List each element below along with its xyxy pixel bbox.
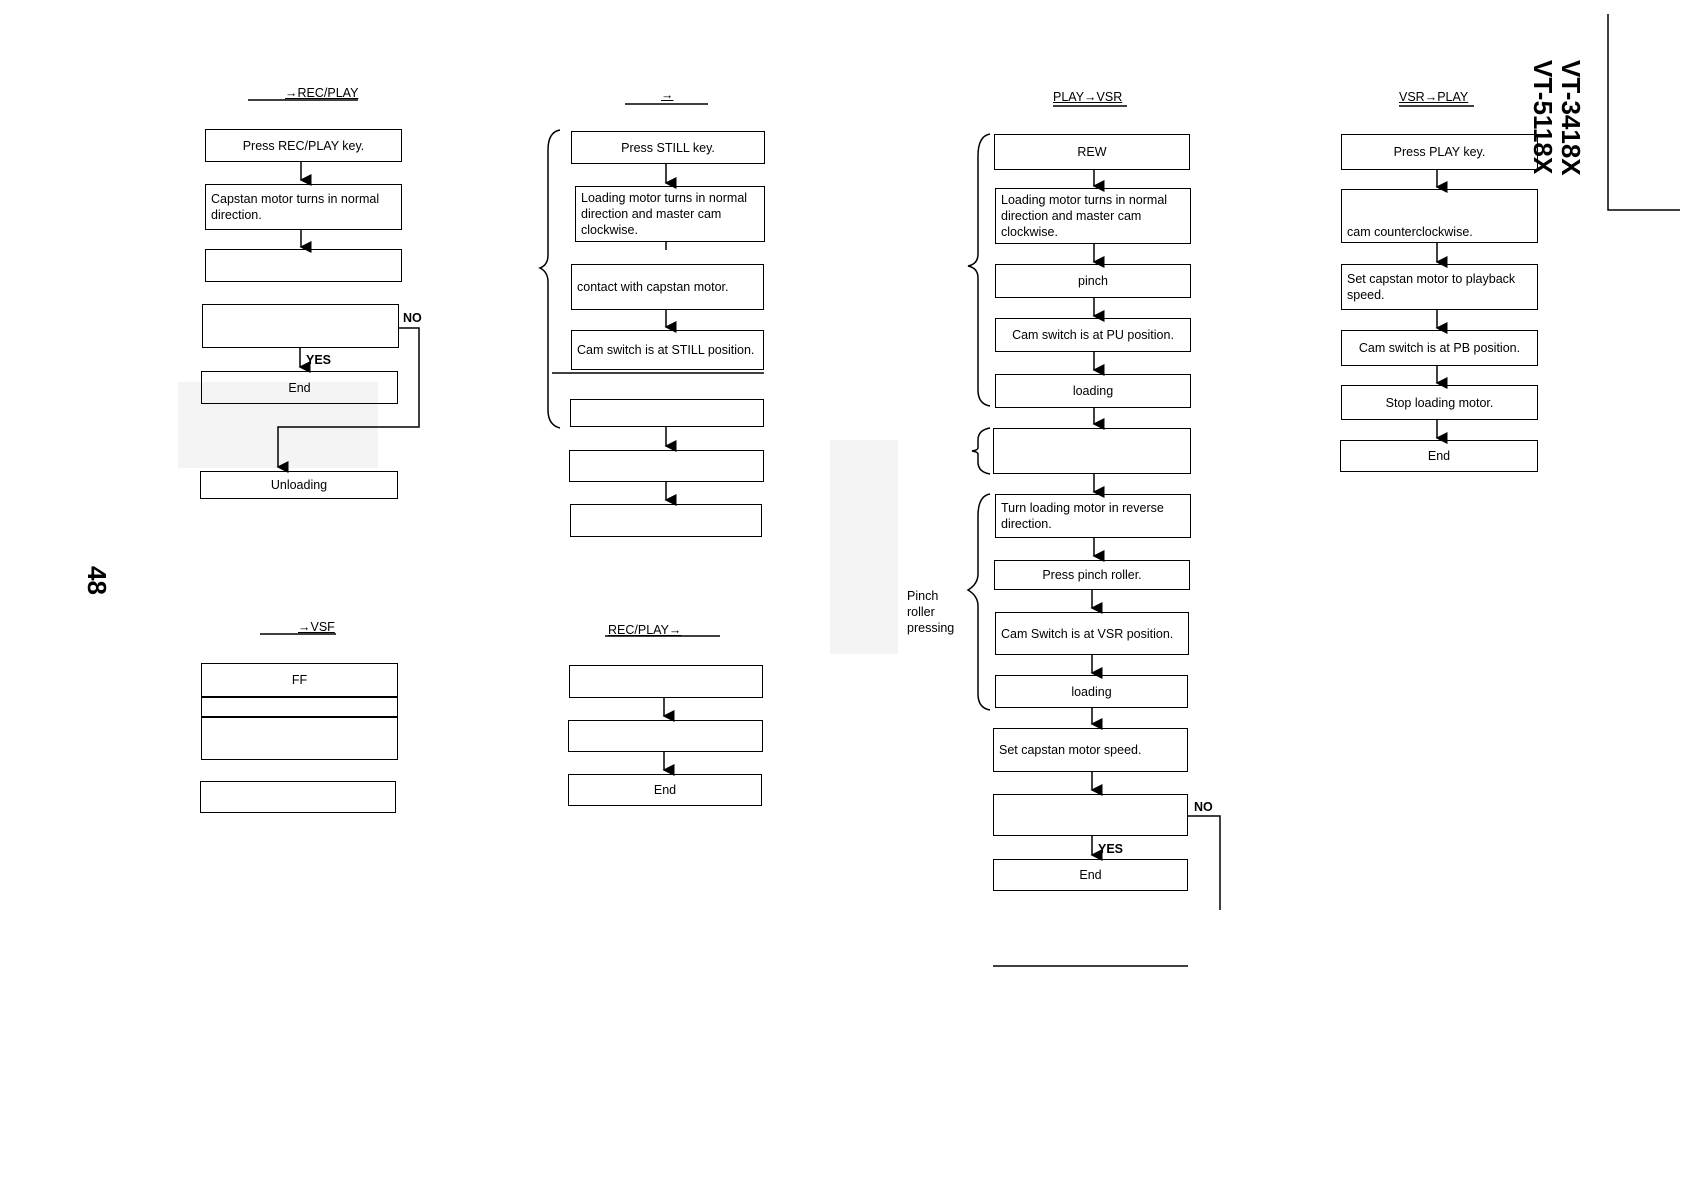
page-number: 48: [81, 566, 112, 595]
flow-step: Stop loading motor.: [1341, 385, 1538, 420]
flowchart-title: →REC/PLAY: [285, 86, 359, 100]
flow-step: [200, 781, 396, 813]
pinch-roller-pressing-label: Pinch roller pressing: [907, 589, 955, 635]
flow-step: Cam switch is at PB position.: [1341, 330, 1538, 366]
flow-step: Capstan motor turns in normal direction.: [205, 184, 402, 230]
flowchart-title: →: [661, 88, 674, 102]
flow-decision: [202, 304, 399, 348]
flow-step: cam counterclockwise.: [1341, 189, 1538, 243]
flow-step: Loading motor turns in normal direction …: [995, 188, 1191, 244]
yes-label: YES: [1098, 842, 1124, 856]
flow-step: [201, 697, 398, 717]
flowchart-title: VSR→PLAY: [1399, 90, 1469, 104]
flow-step: Unloading: [200, 471, 398, 499]
flow-step: Press pinch roller.: [994, 560, 1190, 590]
flowchart-title: REC/PLAY→: [608, 623, 682, 637]
flow-step: Press PLAY key.: [1341, 134, 1538, 170]
flow-step: Press REC/PLAY key.: [205, 129, 402, 162]
flow-step: contact with capstan motor.: [571, 264, 764, 310]
flow-end: End: [1340, 440, 1538, 472]
no-label: NO: [1194, 800, 1213, 814]
flow-step: Turn loading motor in reverse direction.: [995, 494, 1191, 538]
flow-step: Cam Switch is at VSR position.: [995, 612, 1189, 655]
flow-step: Press STILL key.: [571, 131, 765, 164]
flow-end: End: [993, 859, 1188, 891]
flow-step: [568, 720, 763, 752]
flow-step: loading: [995, 675, 1188, 708]
flow-step: [201, 717, 398, 760]
scan-shade: [830, 440, 898, 654]
no-label: NO: [403, 311, 422, 325]
flow-step: FF: [201, 663, 398, 697]
flow-step: Set capstan motor speed.: [993, 728, 1188, 772]
flow-end: End: [568, 774, 762, 806]
flow-end: End: [201, 371, 398, 404]
flow-step: REW: [994, 134, 1190, 170]
flow-step: [993, 428, 1191, 474]
flow-step: Cam switch is at PU position.: [995, 318, 1191, 352]
flow-step: Loading motor turns in normal direction …: [575, 186, 765, 242]
flow-step: [570, 504, 762, 537]
flow-step: Set capstan motor to playback speed.: [1341, 264, 1538, 310]
flow-step: [570, 399, 764, 427]
flow-decision: [993, 794, 1188, 836]
flow-step: Cam switch is at STILL position.: [571, 330, 764, 370]
flow-step: [569, 665, 763, 698]
yes-label: YES: [306, 353, 332, 367]
flowchart-title: →VSF: [298, 620, 335, 634]
flow-step: loading: [995, 374, 1191, 408]
flowchart-title: PLAY→VSR: [1053, 90, 1123, 104]
model-label: VT-3418X: [1556, 60, 1586, 176]
flow-step: [205, 249, 402, 282]
flow-step: pinch: [995, 264, 1191, 298]
flow-step: [569, 450, 764, 482]
